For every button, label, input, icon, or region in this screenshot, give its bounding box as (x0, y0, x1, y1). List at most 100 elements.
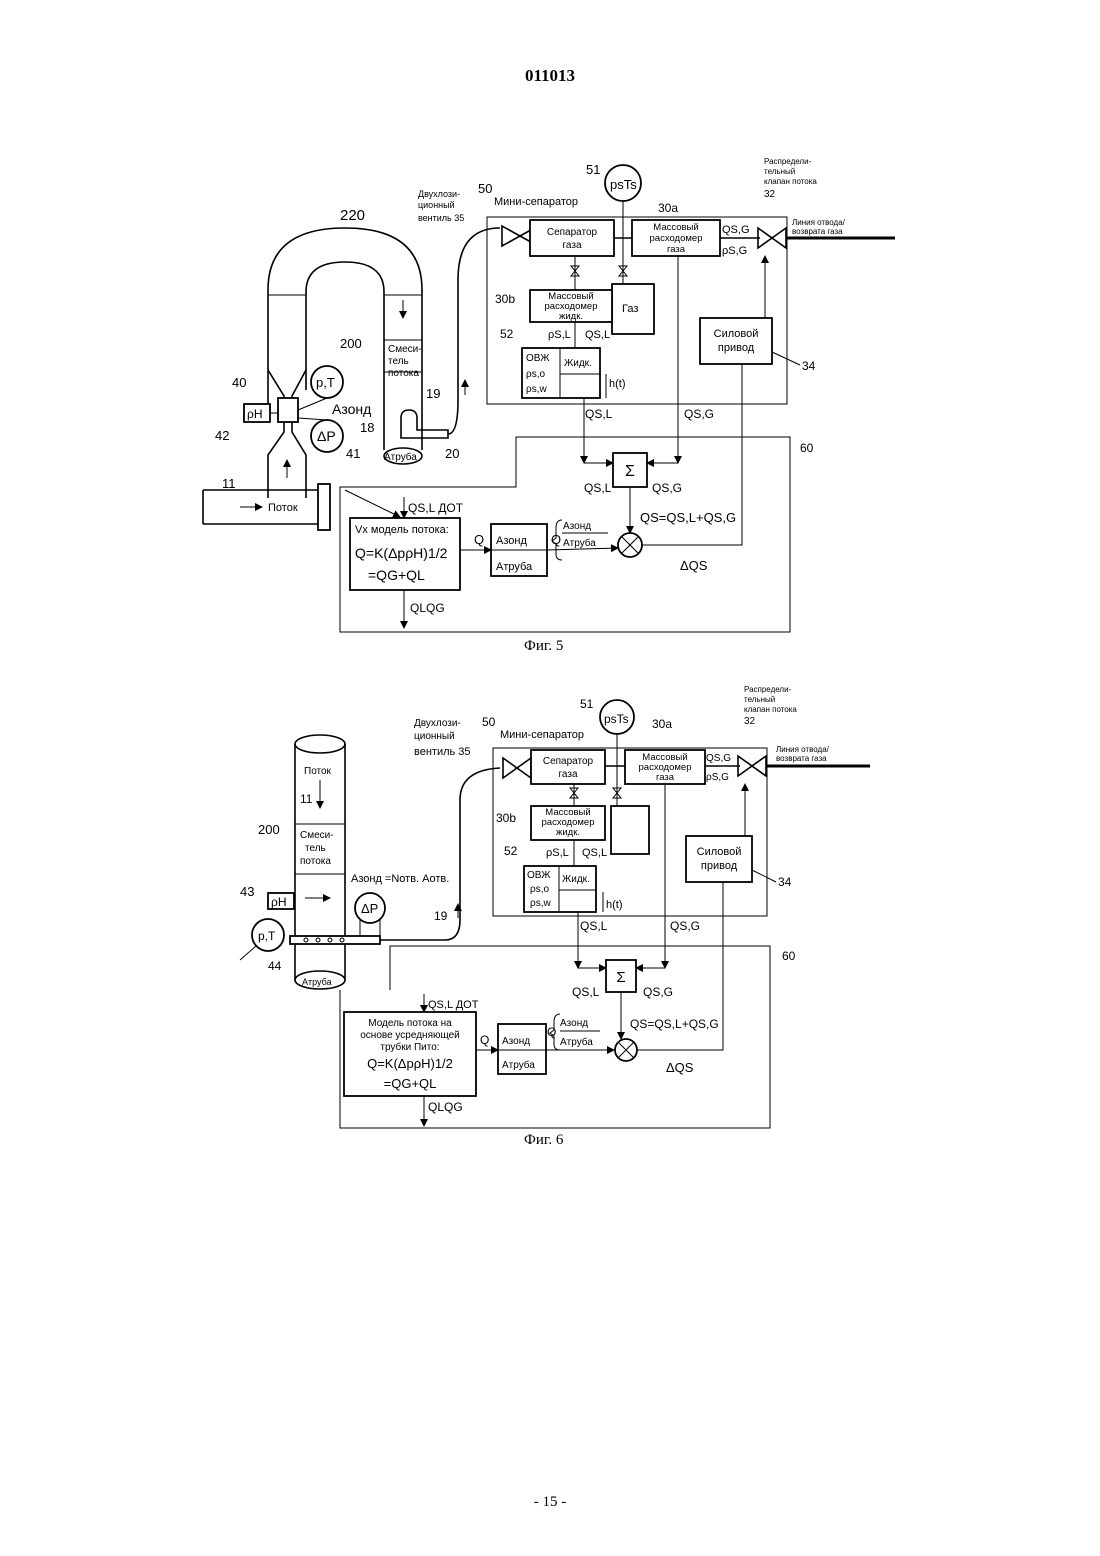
flow-label: Поток (268, 502, 298, 514)
f6-model-4: Q=K(ΔpρH)1/2 (367, 1056, 453, 1071)
f6-model-3: трубки Пито: (380, 1041, 439, 1053)
mixer-label-1: Смеси- (388, 344, 422, 355)
summer-symbol: Σ (625, 463, 635, 480)
f6-sep-label: Мини-сепаратор (500, 729, 584, 741)
f6-qsl-top: QS,L (582, 847, 607, 859)
f6-summer: Σ (616, 969, 625, 986)
gas-separator-1: Сепаратор (547, 227, 598, 238)
f6-qratio-q: Q (547, 1025, 556, 1039)
f6-level: h(t) (606, 899, 623, 911)
rhosl-top: ρS,L (548, 329, 571, 341)
level-label: h(t) (609, 378, 626, 390)
ps-ts-sensor: psTs (610, 177, 637, 192)
qsl-low: QS,L (584, 481, 612, 495)
ratio-bottom: Aтруба (496, 561, 533, 573)
f6-ratio-bottom: Aтруба (502, 1059, 535, 1071)
density-sensor: ρH (247, 407, 263, 421)
f6-qratio-bottom: Aтруба (560, 1036, 593, 1048)
gas-box-label: Газ (622, 303, 638, 315)
f6-gas-line-2: возврата газа (776, 754, 827, 763)
ref-41: 41 (346, 446, 360, 461)
f6-flow-label: Поток (304, 766, 332, 777)
dist-valve-1: Распредели- (764, 157, 812, 166)
f6-ref-44: 44 (268, 959, 282, 973)
f6-ref-52: 52 (504, 844, 518, 858)
ref-18: 18 (360, 420, 374, 435)
ref-50: 50 (478, 181, 492, 196)
f6-ref-43: 43 (240, 884, 254, 899)
gas-line-2: возврата газа (792, 227, 843, 236)
dist-valve-2: тельный (764, 167, 795, 176)
gas-meter-2: расходомер (650, 233, 703, 244)
f6-mixer-1: Смеси- (300, 830, 334, 841)
f6-qlqg: QLQG (428, 1100, 463, 1114)
f6-ratio-top: Aзонд (502, 1036, 530, 1047)
f6-dot: QS,L ДОТ (428, 999, 479, 1011)
ref-30a: 30a (658, 201, 678, 215)
f6-model-1: Модель потока на (368, 1018, 452, 1029)
f6-rho-so: ρs,o (530, 884, 549, 895)
f6-mixer-2: тель (305, 843, 326, 854)
f6-mixer-3: потока (300, 856, 331, 867)
f6-qsl-mid: QS,L (580, 919, 608, 933)
ref-52: 52 (500, 327, 514, 341)
ref-51: 51 (586, 162, 600, 177)
f6-liquid-meter-3: жидк. (556, 827, 580, 838)
f6-gas-meter-3: газа (656, 772, 675, 783)
dist-valve-4: 32 (764, 189, 776, 200)
f6-actuator-1: Силовой (697, 846, 742, 858)
f6-qratio-top: Aзонд (560, 1018, 588, 1029)
qsg-mid: QS,G (684, 407, 714, 421)
ref-11: 11 (222, 476, 236, 491)
valve-label-1: Двухлози- (418, 189, 460, 199)
gas-meter-1: Массовый (653, 222, 698, 233)
f6-rhosg-top: ρS,G (706, 772, 729, 783)
valve-label-2: ционный (418, 200, 455, 210)
probe-area: Aзонд (332, 401, 371, 417)
f6-probe-area-eq: Aзонд =Nотв. Aотв. (351, 873, 449, 885)
f6-dist-valve-1: Распредели- (744, 685, 792, 694)
pipe-area: Aтруба (384, 451, 417, 463)
gas-separator-2: газа (562, 240, 581, 251)
delta-qs: ΔQS (680, 558, 708, 573)
qsl-top: QS,L (585, 329, 610, 341)
ratio-top: Aзонд (496, 535, 527, 547)
f6-ref-51: 51 (580, 697, 594, 711)
f6-qsl-low: QS,L (572, 985, 600, 999)
liquid-label: Жидк. (564, 358, 592, 369)
gas-line-1: Линия отвода/ (792, 218, 846, 227)
figure-5-caption: Фиг. 5 (524, 638, 563, 655)
f6-ref-60: 60 (782, 949, 796, 963)
f6-valve-1: Двухлози- (414, 718, 461, 729)
f6-density: ρH (271, 895, 287, 909)
qratio-bottom: Aтруба (563, 537, 596, 549)
f6-ref-200: 200 (258, 822, 280, 837)
f6-ref-19: 19 (434, 909, 448, 923)
f6-ref-30a: 30a (652, 717, 672, 731)
qsg-low: QS,G (652, 481, 682, 495)
model-line-1: Vx модель потока: (355, 524, 449, 536)
ref-40: 40 (232, 375, 246, 390)
f6-model-5: =QG+QL (384, 1076, 437, 1091)
mini-separator-label: Мини-сепаратор (494, 196, 578, 208)
f6-q: Q (480, 1033, 489, 1047)
dot-label: QS,L ДОТ (408, 501, 464, 515)
ref-30b: 30b (495, 292, 515, 306)
f6-ovzh: ОВЖ (527, 870, 551, 881)
ref-19: 19 (426, 386, 440, 401)
actuator-2: привод (718, 342, 755, 354)
f6-ps-ts: psTs (604, 712, 629, 726)
qs-equation: QS=QS,L+QS,G (640, 510, 736, 525)
f6-qsg-top: QS,G (706, 753, 731, 764)
f6-liquid: Жидк. (562, 874, 590, 885)
f6-gas-sep-2: газа (558, 769, 577, 780)
rho-so: ρs,o (526, 369, 545, 380)
qratio-q: Q (551, 532, 561, 547)
liquid-meter-3: жидк. (559, 311, 583, 322)
dist-valve-3: клапан потока (764, 177, 817, 186)
actuator-1: Силовой (714, 328, 759, 340)
rhosg-top: ρS,G (722, 245, 747, 257)
f6-rho-sw: ρs,w (530, 898, 551, 909)
f6-model-2: основе усредняющей (360, 1030, 460, 1041)
